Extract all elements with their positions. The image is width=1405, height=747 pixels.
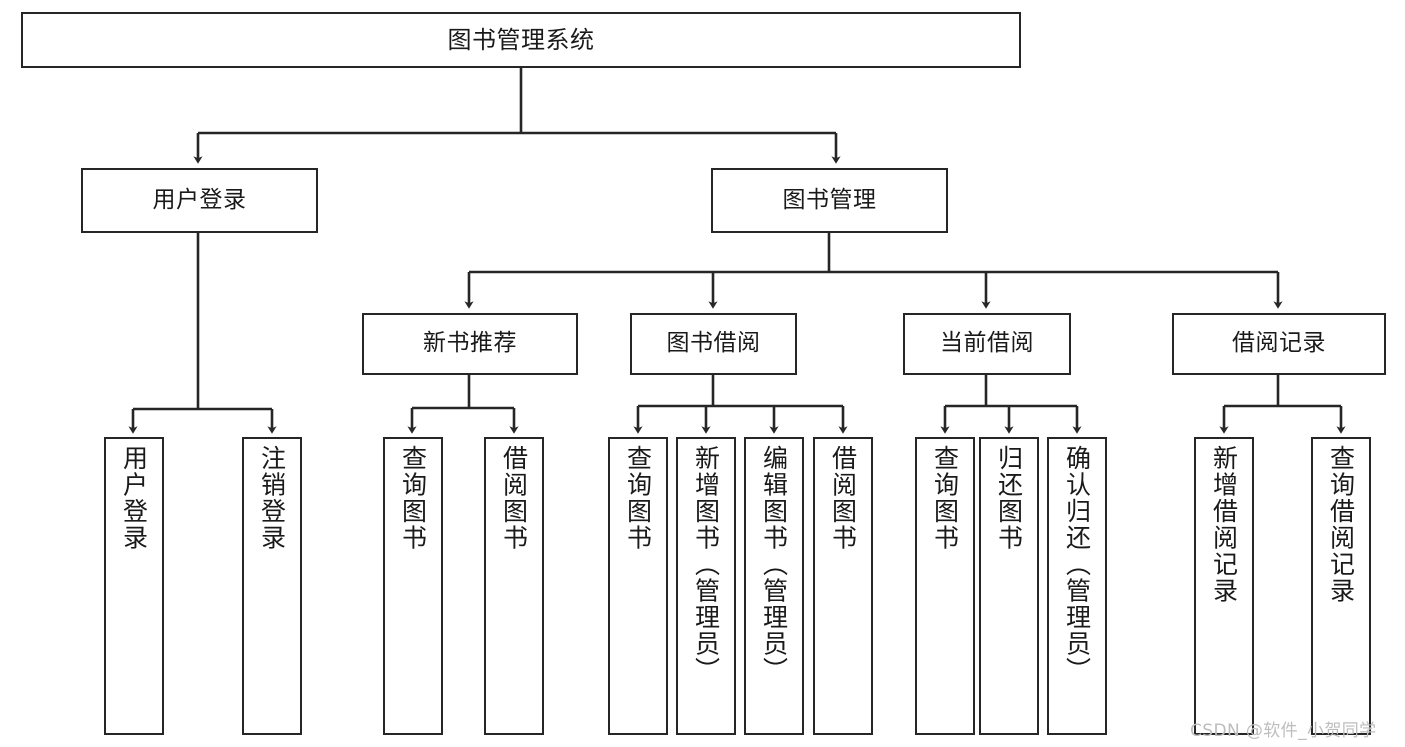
leaf-query-book-current[interactable]: 查询图书 (915, 437, 975, 735)
node-current-borrow[interactable]: 当前借阅 (903, 313, 1071, 375)
leaf-add-borrow-record[interactable]: 新增借阅记录 (1194, 437, 1254, 735)
leaf-edit-book-admin-label: 编辑图书（管理员） (759, 445, 789, 684)
node-current-borrow-label: 当前借阅 (940, 330, 1034, 357)
leaf-borrow-book-label: 借阅图书 (828, 445, 858, 551)
leaf-query-book-current-label: 查询图书 (930, 445, 960, 551)
node-book-management-label: 图书管理 (782, 186, 877, 213)
leaf-query-book-recommend-label: 查询图书 (398, 445, 428, 551)
leaf-borrow-book[interactable]: 借阅图书 (813, 437, 873, 735)
leaf-borrow-book-recommend-label: 借阅图书 (499, 445, 529, 551)
leaf-query-book-borrow[interactable]: 查询图书 (608, 437, 668, 735)
node-book-management[interactable]: 图书管理 (711, 168, 948, 233)
watermark: CSDN @软件_小贺同学 (1190, 721, 1377, 741)
leaf-query-borrow-record-label: 查询借阅记录 (1326, 445, 1356, 604)
leaf-query-book-borrow-label: 查询图书 (623, 445, 653, 551)
node-new-book-recommend[interactable]: 新书推荐 (362, 313, 578, 375)
node-user-login[interactable]: 用户登录 (81, 168, 318, 233)
leaf-return-book-label: 归还图书 (994, 445, 1024, 551)
node-book-borrow[interactable]: 图书借阅 (630, 313, 797, 375)
node-borrow-record[interactable]: 借阅记录 (1172, 313, 1386, 375)
node-root-label: 图书管理系统 (447, 25, 595, 54)
leaf-query-book-recommend[interactable]: 查询图书 (383, 437, 443, 735)
leaf-borrow-book-recommend[interactable]: 借阅图书 (484, 437, 544, 735)
node-new-book-recommend-label: 新书推荐 (423, 330, 517, 357)
leaf-edit-book-admin[interactable]: 编辑图书（管理员） (744, 437, 804, 735)
leaf-user-login[interactable]: 用户登录 (104, 437, 164, 735)
leaf-confirm-return-admin[interactable]: 确认归还（管理员） (1047, 437, 1107, 735)
leaf-user-logout-label: 注销登录 (257, 445, 287, 551)
leaf-user-logout[interactable]: 注销登录 (242, 437, 302, 735)
node-book-borrow-label: 图书借阅 (666, 330, 761, 357)
leaf-add-borrow-record-label: 新增借阅记录 (1209, 445, 1239, 604)
leaf-return-book[interactable]: 归还图书 (979, 437, 1039, 735)
node-root[interactable]: 图书管理系统 (21, 12, 1021, 68)
leaf-user-login-label: 用户登录 (119, 445, 149, 551)
node-borrow-record-label: 借阅记录 (1232, 330, 1326, 357)
node-user-login-label: 用户登录 (152, 186, 247, 213)
leaf-confirm-return-admin-label: 确认归还（管理员） (1062, 445, 1092, 684)
leaf-add-book-admin[interactable]: 新增图书（管理员） (676, 437, 736, 735)
leaf-query-borrow-record[interactable]: 查询借阅记录 (1311, 437, 1371, 735)
leaf-add-book-admin-label: 新增图书（管理员） (691, 445, 721, 684)
